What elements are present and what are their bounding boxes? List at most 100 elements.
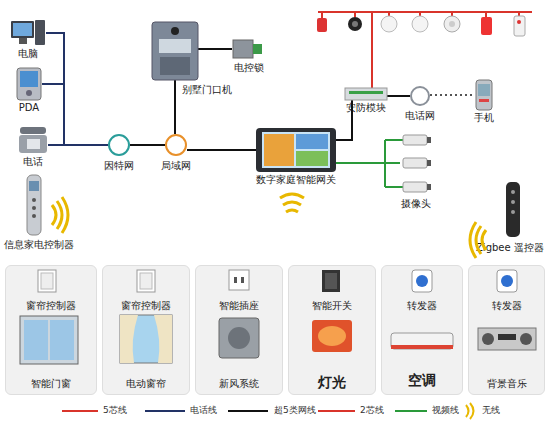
sensors-art [317, 16, 525, 36]
switch-key [41, 273, 53, 289]
door-lens [171, 27, 179, 35]
light-glow [312, 320, 352, 352]
node-label: 转发器 [492, 300, 522, 312]
door-station-art [152, 22, 198, 80]
legend-line [62, 410, 98, 412]
wireless-symbol [280, 194, 304, 212]
mobile-body [476, 80, 492, 110]
controller-body [27, 175, 41, 235]
mobile-key [479, 99, 489, 102]
device-panel: 窗帘控制器智能门窗 [5, 265, 97, 395]
legend-text: 视频线 [432, 405, 459, 416]
fresh-air-unit [219, 318, 259, 358]
camera [403, 158, 427, 168]
connector-line [130, 144, 165, 146]
drop-wire [451, 12, 453, 16]
device-panel: 转发器空调 [381, 265, 463, 395]
node-label: 手机 [474, 112, 494, 124]
pda-icon: PDA [16, 68, 42, 100]
legend-text: 无线 [482, 405, 500, 416]
sensor [444, 16, 460, 32]
repeater-eye [416, 275, 428, 287]
panel-1-art [20, 270, 78, 364]
pda-body [17, 68, 41, 100]
node-label: Zigbee 遥控器 [476, 242, 544, 254]
connector-line [187, 149, 256, 151]
gateway-screen [262, 132, 330, 168]
speaker [482, 333, 494, 345]
lock-art [233, 40, 262, 58]
security-wire [371, 12, 373, 88]
mobile-art [476, 80, 492, 110]
connector-line [387, 95, 410, 97]
sensor-dot [517, 20, 521, 24]
screen-tile [264, 134, 294, 166]
fan [228, 327, 250, 349]
device-panel: 转发器背景音乐 [468, 265, 545, 395]
lan-node: 局域网 [165, 134, 187, 156]
connector-line [48, 144, 108, 146]
socket-hole [234, 277, 237, 283]
switch-key [140, 273, 152, 289]
sensor-lens [352, 21, 358, 27]
drop-wire [321, 12, 323, 18]
remote-body [506, 182, 520, 237]
handset [20, 127, 46, 134]
security-module: 安防模块 [345, 88, 387, 100]
phone-icon: 电话 [18, 126, 48, 154]
connector-line [198, 48, 232, 50]
node-label: 信息家电控制器 [4, 239, 74, 251]
curtain-window [120, 315, 172, 363]
pda-screen [20, 71, 38, 87]
internet-node: 因特网 [108, 134, 130, 156]
camera [403, 135, 427, 145]
device-panel: 智能插座新风系统 [195, 265, 283, 395]
legend-line [395, 410, 427, 412]
panel-6-art [478, 270, 536, 350]
node-label: 电话网 [405, 110, 435, 122]
camera-lens [427, 184, 431, 190]
camera-lens [427, 160, 431, 166]
air-conditioner [391, 333, 453, 349]
display [498, 334, 516, 340]
node-label: 智能门窗 [31, 378, 71, 390]
video-wire [384, 140, 386, 187]
node-label: 别墅门口机 [182, 84, 232, 96]
button [32, 198, 36, 202]
door-station: 别墅门口机 [152, 22, 198, 80]
node-label: 电话 [23, 156, 43, 168]
computer-icon: 电脑 [10, 20, 46, 46]
wireless-symbol [52, 197, 68, 233]
controller-icon: 信息家电控制器 [26, 175, 42, 235]
connector-line [336, 100, 352, 140]
computer-art [11, 20, 45, 45]
legend-line [228, 410, 268, 412]
node-label: 转发器 [407, 300, 437, 312]
repeater [497, 270, 517, 292]
screen [13, 23, 32, 36]
device-panel: 窗帘控制器电动窗帘 [102, 265, 190, 395]
phone-network-node: 电话网 [410, 86, 430, 106]
security-module-art [345, 88, 387, 100]
panel-3-art [219, 270, 259, 358]
drop-wire [388, 12, 390, 16]
legend-samples [62, 403, 474, 419]
zigbee-remote-art [506, 182, 520, 237]
legend-text: 2芯线 [360, 405, 384, 416]
keypad [27, 139, 40, 149]
gateway-device: 数字家庭智能网关 [256, 128, 336, 172]
switch [137, 270, 155, 292]
mobile-icon: 手机 [474, 80, 494, 110]
speaker [520, 333, 532, 345]
legend-text: 超5类网线 [274, 405, 316, 416]
button [511, 190, 515, 194]
video-bus [385, 140, 403, 187]
switch-key [325, 273, 337, 289]
lock-body [233, 40, 253, 58]
phone-art [19, 127, 47, 153]
socket [229, 270, 249, 290]
remote-icon: Zigbee 遥控器 [505, 182, 521, 237]
legend-text: 电话线 [190, 405, 217, 416]
